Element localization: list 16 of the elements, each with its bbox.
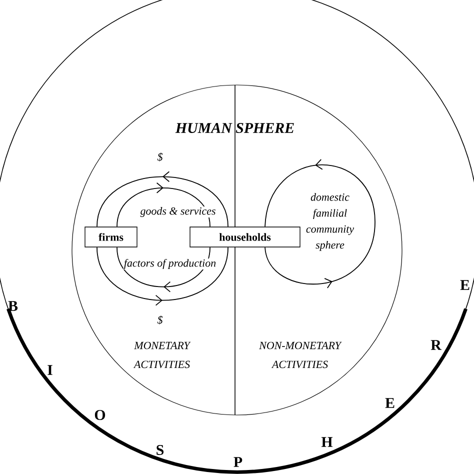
biosphere-letter: E bbox=[460, 280, 470, 290]
label-box: households bbox=[190, 226, 300, 248]
biosphere-letter: I bbox=[48, 365, 52, 375]
biosphere-letter: H bbox=[321, 437, 333, 447]
biosphere-letter: R bbox=[430, 340, 442, 350]
biosphere-letter: B bbox=[8, 301, 18, 311]
region-label: NON-MONETARY ACTIVITIES bbox=[259, 342, 342, 368]
biosphere-letter: E bbox=[385, 398, 394, 408]
edge-label: $ bbox=[157, 152, 163, 162]
edge-label: goods & services bbox=[140, 207, 216, 217]
biosphere-letter: P bbox=[234, 457, 242, 467]
edge-label: factors of production bbox=[124, 258, 216, 270]
label-box: firms bbox=[84, 226, 138, 248]
region-label: MONETARY ACTIVITIES bbox=[133, 342, 191, 368]
biosphere-letter: S bbox=[156, 444, 164, 456]
edge-label: $ bbox=[157, 316, 163, 324]
